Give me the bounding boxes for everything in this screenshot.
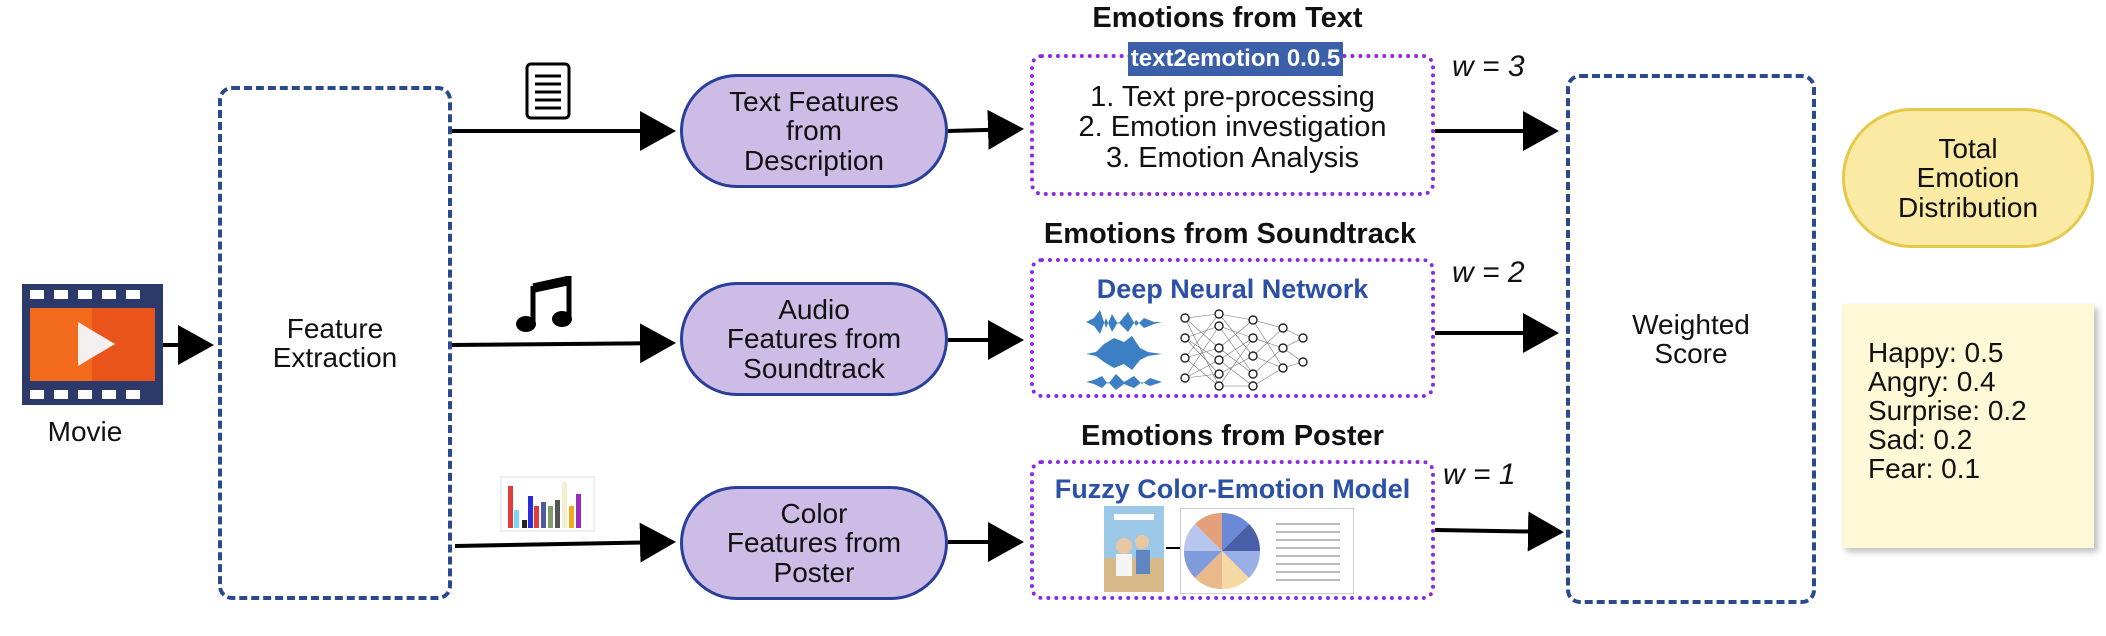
text-step: 1. Text pre-processing [1090,81,1375,113]
fuzzy-model-title: Fuzzy Color-Emotion Model [1054,474,1411,504]
arrow-text-features-to-text-emotion [947,109,1024,150]
color-features-label: Color Features from Poster [726,497,902,588]
distribution-item: Happy: 0.5 [1868,337,2004,368]
text-weight: w = 3 [1452,50,1525,83]
text-features-label: Text Features from Description [729,85,899,176]
bar-chart-icon [500,476,595,532]
movie-label: Movie [47,416,123,447]
text-emotion-box: text2emotion 0.0.5 1. Text pre-processin… [1030,42,1435,196]
total-distribution-node: Total Emotion Distribution [1842,108,2094,248]
text-features-pill: Text Features from Description [680,74,948,188]
video-play-icon [22,284,163,405]
weighted-score-box: Weighted Score [1566,74,1816,604]
sound-emotion-box: Deep Neural Network [1030,258,1435,398]
distribution-item: Surprise: 0.2 [1868,395,2027,427]
weighted-score-label: Weighted Score [1632,308,1750,369]
arrow-extraction-to-color-features [454,522,676,563]
text2emotion-badge: text2emotion 0.0.5 [1128,42,1343,76]
sound-emotion-heading: Emotions from Soundtrack [1043,218,1417,250]
document-icon [525,62,571,120]
poster-thumbnail [1104,506,1164,592]
text-step: 3. Emotion Analysis [1105,141,1360,174]
feature-extraction-box: Feature Extraction [218,86,452,600]
emotion-pie-chart [1180,508,1354,594]
color-features-pill: Color Features from Poster [680,486,948,600]
arrow-poster-emotion-to-weighted-score [1434,511,1564,552]
feature-extraction-label: Feature Extraction [272,312,398,373]
audio-features-pill: Audio Features from Soundtrack [680,282,948,396]
movie-node: Movie [20,282,165,452]
arrow-extraction-to-audio-features [449,323,676,364]
audio-weight: w = 2 [1452,256,1525,289]
distribution-note: Happy: 0.5 Angry: 0.4 Surprise: 0.2 Sad:… [1842,304,2094,548]
distribution-item: Angry: 0.4 [1868,366,1996,398]
music-note-icon [516,276,572,332]
poster-emotion-heading: Emotions from Poster [1081,420,1384,452]
color-weight: w = 1 [1443,458,1516,491]
text-step: 2. Emotion investigation [1078,111,1387,144]
waveform-icon [1086,310,1162,390]
distribution-item: Fear: 0.1 [1868,453,1981,485]
poster-emotion-box: Fuzzy Color-Emotion Model [1030,460,1435,600]
total-distribution-label: Total Emotion Distribution [1897,132,2039,223]
text-emotion-heading: Emotions from Text [1092,2,1363,34]
text-steps: 1. Text pre-processing 2. Emotion invest… [1034,81,1431,174]
neural-network-icon [1180,309,1308,391]
audio-features-label: Audio Features from Soundtrack [726,293,902,384]
distribution-item: Sad: 0.2 [1868,424,1973,456]
dnn-title: Deep Neural Network [1096,274,1369,304]
